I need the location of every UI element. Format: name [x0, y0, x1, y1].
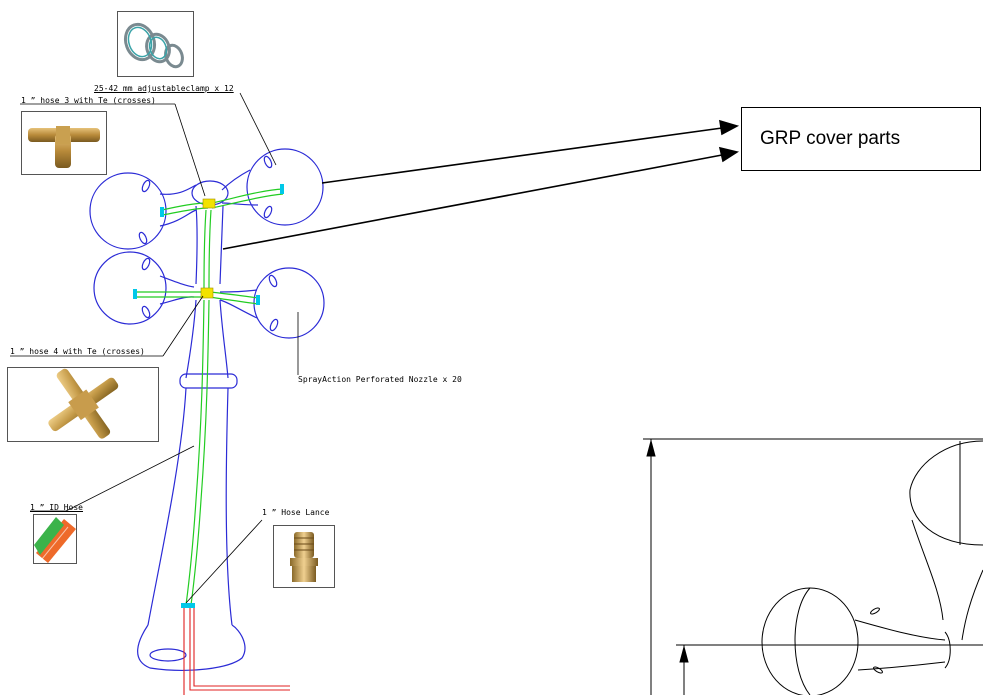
lower-cross-fitting: [200, 287, 214, 299]
internal-hoses: [134, 188, 284, 606]
lance-callout: 1 ” Hose Lance: [262, 508, 330, 517]
nozzle-callout: SprayAction Perforated Nozzle x 20: [298, 375, 462, 384]
lower-right-sphere: [253, 267, 325, 339]
leader-lines: [10, 92, 299, 604]
cross-fitting-photo: [7, 367, 159, 442]
upper-tee-fitting: [202, 198, 216, 209]
clamp-photo: [117, 11, 194, 77]
hose4-callout: 1 ” hose 4 with Te (crosses): [10, 347, 145, 356]
supply-pipe: [183, 608, 290, 695]
dimension-drawing: [643, 438, 983, 695]
tee-fitting-photo: [21, 111, 107, 175]
hose3-callout: 1 ” hose 3 with Te (crosses): [21, 96, 156, 105]
grp-arrows: [222, 119, 740, 250]
hose-photo: [33, 514, 77, 564]
id-hose-callout: 1 ” ID Hose: [30, 503, 83, 512]
fittings: [133, 184, 284, 608]
grp-cover-parts-box: GRP cover parts: [741, 107, 981, 171]
lance-clamp: [181, 603, 195, 608]
lower-left-sphere: [93, 251, 167, 325]
upper-right-sphere: [246, 148, 324, 226]
grp-cover-parts-label: GRP cover parts: [760, 128, 901, 149]
clamp-callout: 25-42 mm adjustableclamp x 12: [94, 84, 234, 93]
lance-photo: [273, 525, 335, 588]
upper-left-sphere: [89, 172, 167, 250]
